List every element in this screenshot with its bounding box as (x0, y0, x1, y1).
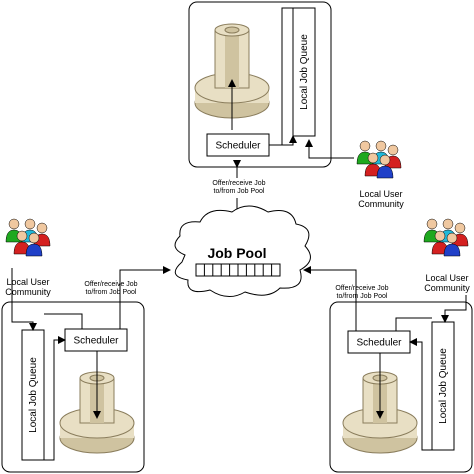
offer-label-top: Offer/receive Job (212, 180, 265, 187)
job-pool-title: Job Pool (207, 245, 266, 261)
user-group-icon (423, 218, 469, 257)
queue-label: Local Job Queue (438, 348, 449, 424)
community-label-left-2: Community (5, 287, 51, 297)
queue-label: Local Job Queue (299, 34, 310, 110)
community-label-top-2: Community (358, 199, 404, 209)
user-group-icon (5, 218, 51, 257)
scheduler-label: Scheduler (73, 336, 119, 347)
local-job-queue (292, 7, 316, 137)
community-label-top: Local User (359, 189, 402, 199)
job-pool-buffer (195, 263, 281, 277)
server-icon (59, 371, 135, 454)
community-label-right-2: Community (424, 283, 470, 293)
offer-label-right-2: to/from Job Pool (337, 293, 388, 300)
community-label-right: Local User (425, 273, 468, 283)
scheduler-label: Scheduler (215, 141, 261, 152)
user-group-icon (356, 140, 402, 179)
offer-label-left-2: to/from Job Pool (86, 289, 137, 296)
scheduler-label: Scheduler (356, 338, 402, 349)
offer-label-top-2: to/from Job Pool (214, 188, 265, 195)
offer-label-right: Offer/receive Job (335, 285, 388, 292)
queue-label: Local Job Queue (28, 357, 39, 433)
server-icon (194, 23, 270, 119)
site-top: Local Job Queue Scheduler (188, 1, 354, 168)
community-label-left: Local User (6, 277, 49, 287)
offer-label-left: Offer/receive Job (84, 281, 137, 288)
